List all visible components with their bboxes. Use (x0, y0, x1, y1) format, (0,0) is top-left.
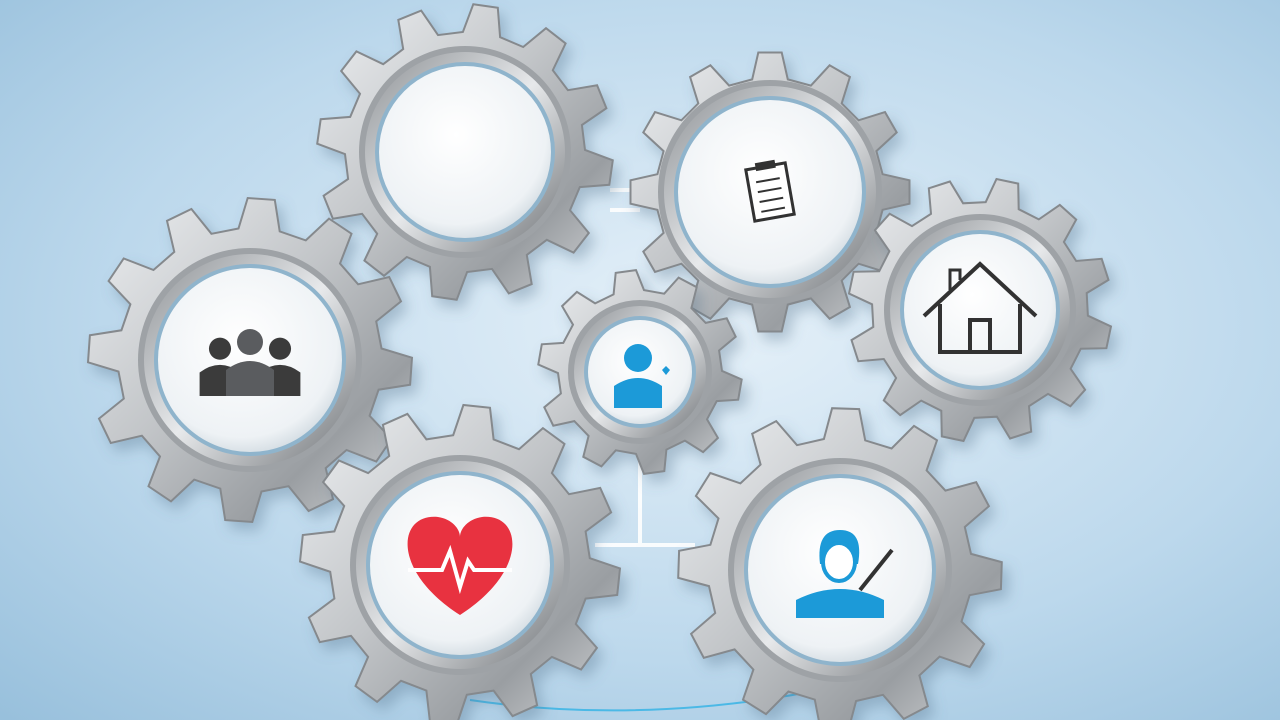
gear-right (847, 177, 1113, 443)
gear-bottom-right (677, 407, 1003, 720)
gear-lens (379, 66, 551, 238)
person-icon (614, 344, 670, 408)
gear-left (86, 196, 414, 524)
clipboard-icon (744, 159, 796, 223)
group-people-icon (199, 329, 301, 396)
gear-lens (588, 320, 692, 424)
gear-lens (904, 234, 1056, 386)
gear-top-right (629, 51, 911, 333)
gear-top-left (316, 3, 614, 301)
gear-bottom-left (298, 403, 622, 720)
person-with-pen-icon (796, 530, 894, 618)
house-icon (922, 261, 1038, 354)
heart-pulse-icon (407, 516, 513, 615)
gear-lens (158, 268, 342, 452)
gear-center (537, 269, 743, 475)
